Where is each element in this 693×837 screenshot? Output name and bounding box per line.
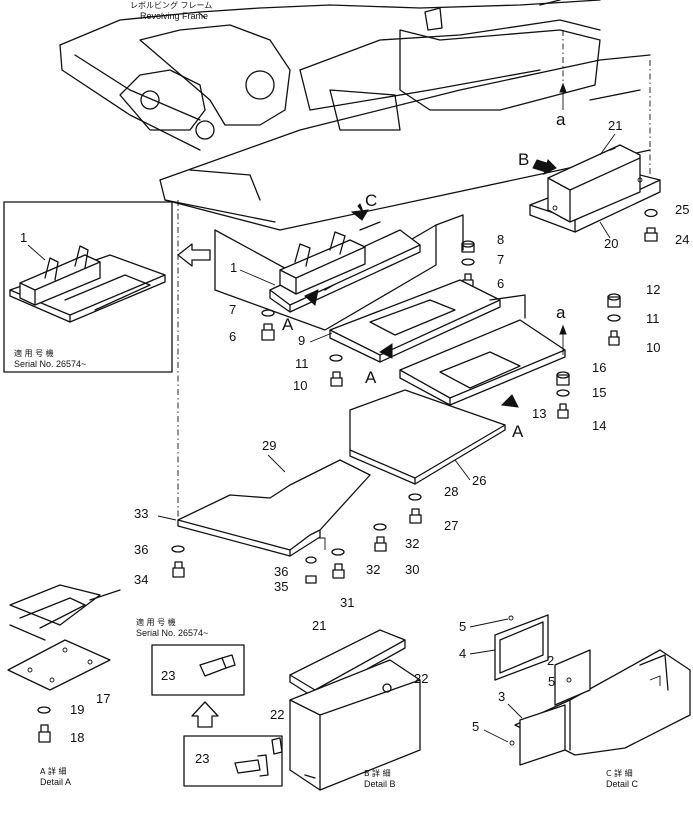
label-2: 2: [547, 653, 554, 668]
label-26: 26: [472, 473, 486, 488]
label-32-lower: 32: [366, 562, 380, 577]
serial-top-en: Serial No. 26574~: [14, 359, 86, 369]
label-21-detail-b: 21: [312, 618, 326, 633]
label-7: 7: [229, 302, 236, 317]
label-6-top: 6: [497, 276, 504, 291]
label-17: 17: [96, 691, 110, 706]
letter-a-lower: a: [556, 303, 566, 322]
label-1: 1: [230, 260, 237, 275]
serial-bottom-jp: 適 用 号 機: [136, 617, 176, 627]
revolving-frame: [59, 0, 651, 520]
letter-A-3: A: [512, 422, 524, 441]
letter-A-2: A: [365, 368, 377, 387]
label-5-a: 5: [459, 619, 466, 634]
label-18: 18: [70, 730, 84, 745]
label-11: 11: [295, 356, 309, 371]
detail-c-drawing: [494, 614, 691, 766]
serial-bolt-box: [151, 644, 245, 696]
label-14: 14: [592, 418, 606, 433]
label-15: 15: [592, 385, 606, 400]
label-34: 34: [134, 572, 148, 587]
bolt-detail-box: [183, 735, 283, 787]
serial-top-jp: 適 用 号 機: [14, 348, 54, 358]
label-28: 28: [444, 484, 458, 499]
detail-a-jp: A 詳 細: [40, 766, 67, 776]
label-10-right: 10: [646, 340, 660, 355]
label-24: 24: [675, 232, 689, 247]
label-31: 31: [340, 595, 354, 610]
frame-label-jp: レボルビング フレーム: [130, 0, 212, 10]
label-4: 4: [459, 646, 466, 661]
label-36: 36: [134, 542, 148, 557]
label-23-bottom: 23: [195, 751, 209, 766]
frame-label-en: Revolving Frame: [140, 11, 208, 21]
label-8: 8: [497, 232, 504, 247]
serial-bottom-en: Serial No. 26574~: [136, 628, 208, 638]
detail-b-drawing: [289, 629, 421, 791]
label-22-right: 22: [414, 671, 428, 686]
label-6: 6: [229, 329, 236, 344]
label-5-c: 5: [472, 719, 479, 734]
main-cover-1: [269, 221, 421, 313]
label-3: 3: [498, 689, 505, 704]
label-16: 16: [592, 360, 606, 375]
label-13: 13: [532, 406, 546, 421]
inset-cover-1: [9, 245, 166, 323]
label-35: 35: [274, 579, 288, 594]
label-30: 30: [405, 562, 419, 577]
label-21: 21: [608, 118, 622, 133]
letter-B: B: [518, 150, 529, 169]
label-10: 10: [293, 378, 307, 393]
label-12: 12: [646, 282, 660, 297]
battery-assembly: [529, 144, 661, 233]
cover-13: [399, 319, 566, 406]
label-22-left: 22: [270, 707, 284, 722]
detail-a-en: Detail A: [40, 777, 71, 787]
ref-arrow-a-top: a: [556, 82, 567, 129]
letter-A-1: A: [282, 315, 294, 334]
label-32: 32: [405, 536, 419, 551]
serial-inset-box: [3, 201, 173, 373]
label-11-right: 11: [646, 311, 660, 326]
hollow-arrow-left: [177, 243, 211, 267]
label-7-top: 7: [497, 252, 504, 267]
detail-b-en: Detail B: [364, 779, 396, 789]
label-27: 27: [444, 518, 458, 533]
label-5-b: 5: [548, 674, 555, 689]
label-25: 25: [675, 202, 689, 217]
hollow-arrow-up: [191, 701, 219, 728]
label-29: 29: [262, 438, 276, 453]
detail-outline: [214, 214, 464, 331]
detail-c-jp: C 詳 細: [606, 768, 633, 778]
detail-a-drawing: [7, 584, 121, 691]
label-20: 20: [604, 236, 618, 251]
label-19: 19: [70, 702, 84, 717]
label-23-top: 23: [161, 668, 175, 683]
cover-29: [177, 459, 371, 557]
label-9: 9: [298, 333, 305, 348]
cover-26: [349, 389, 506, 485]
label-36-lower: 36: [274, 564, 288, 579]
detail-b-jp: B 詳 細: [364, 768, 391, 778]
letter-C: C: [365, 191, 377, 210]
label-33: 33: [134, 506, 148, 521]
letter-a-top: a: [556, 110, 566, 129]
detail-c-en: Detail C: [606, 779, 639, 789]
label-1-inset: 1: [20, 230, 27, 245]
